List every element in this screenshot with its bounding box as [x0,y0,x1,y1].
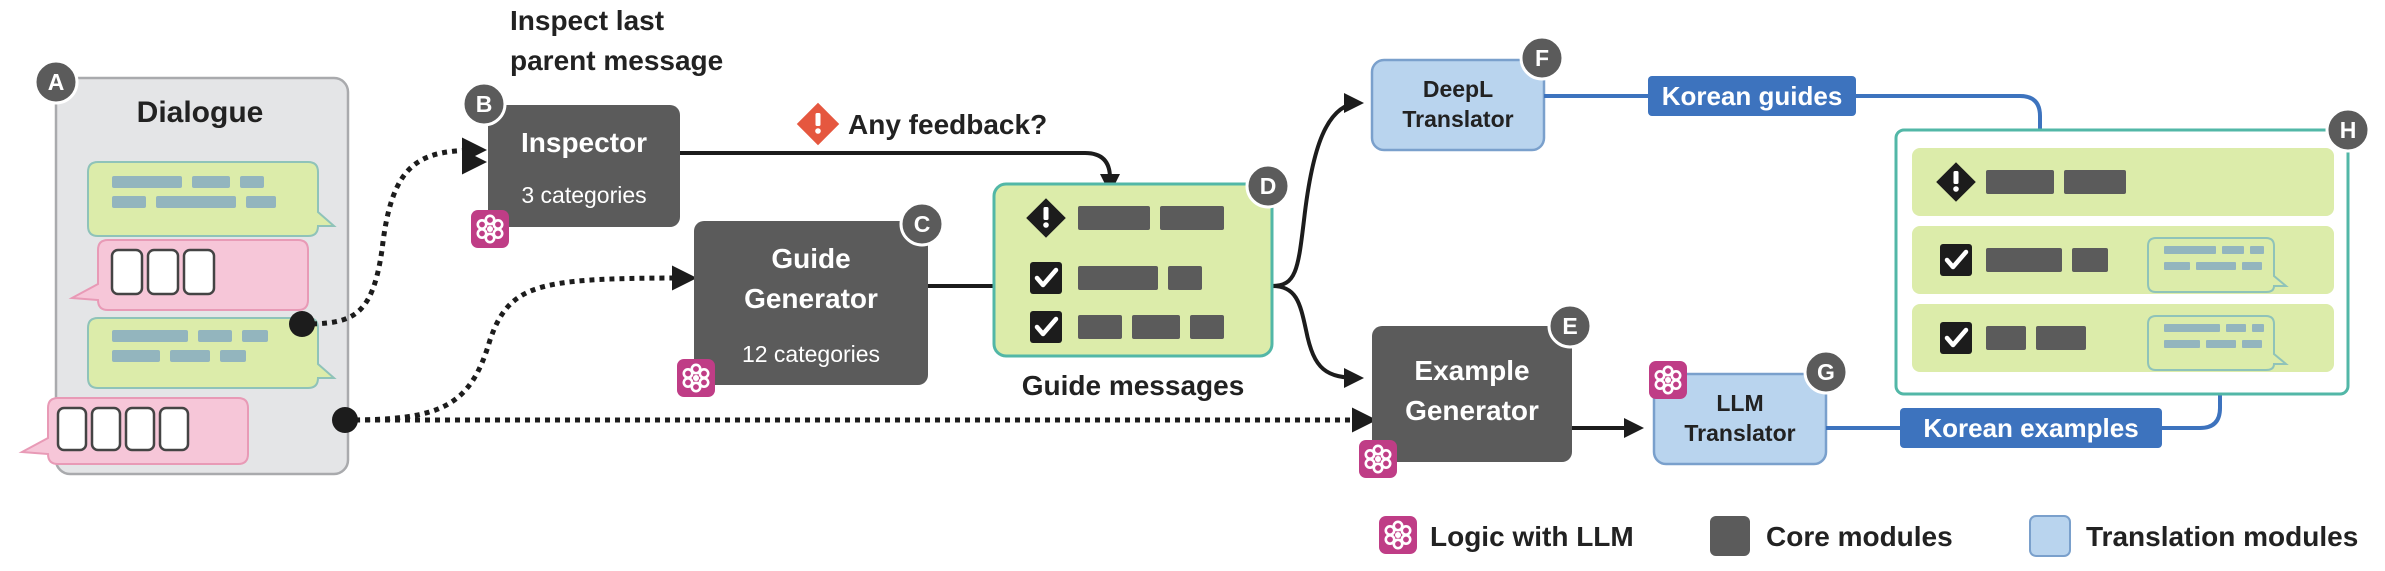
svg-text:E: E [1562,313,1577,339]
connector-dialogue-to-guide [344,265,697,423]
badge-d: D [1245,163,1291,209]
output-example-bubble-2 [2147,315,2289,371]
svg-text:A: A [48,69,65,95]
dialogue-connector-dot-2 [332,407,358,433]
legend-core-swatch [1710,516,1750,556]
example-generator-llm-icon [1357,438,1399,480]
inspector-llm-icon [469,208,511,250]
badge-c: C [899,201,945,247]
inspector-title: Inspector [521,127,647,158]
guide-generator-title-line1: Guide [771,243,850,274]
svg-text:H: H [2340,117,2357,143]
llm-translator-line2: Translator [1684,420,1795,446]
guide-messages-panel: Guide messages [992,182,1274,401]
connector-dialogue-to-inspector [301,137,487,327]
guide-check-icon-1 [1030,262,1062,294]
korean-examples-label: Korean examples [1923,413,2138,443]
legend-llm-logic: Logic with LLM [1430,521,1634,552]
deepl-line2: Translator [1402,106,1513,132]
output-check-icon-1 [1940,244,1972,276]
badge-g: G [1803,349,1849,395]
inspector-subtitle: 3 categories [521,182,646,208]
legend-translation-modules: Translation modules [2086,521,2358,552]
dialogue-bubble-green-1 [87,161,337,237]
connector-deepl-to-output [1544,94,2050,154]
solid-connectors [680,93,1644,438]
badge-e: E [1547,303,1593,349]
guide-messages-label: Guide messages [1022,370,1245,401]
dialogue-panel: Dialogue [18,76,350,476]
badge-f: F [1519,35,1565,81]
output-example-bubble-1 [2147,237,2289,293]
korean-guides-pill: Korean guides [1648,76,1856,116]
connector-guides-to-deepl [1271,93,1364,288]
example-generator-line2: Generator [1405,395,1539,426]
legend-translation-swatch [2029,515,2071,557]
llm-translator-llm-icon [1647,359,1689,401]
connector-llm-to-output [1826,374,2230,430]
blue-connectors [1544,94,2230,430]
guide-generator-subtitle: 12 categories [742,341,880,367]
badge-h: H [2325,107,2371,153]
dialogue-bubble-green-2 [87,317,337,389]
llm-translator-module: LLM Translator [1647,359,1828,466]
legend: Logic with LLM Core modules Translation … [1377,514,2358,557]
korean-examples-pill: Korean examples [1900,408,2162,448]
connector-inspector-to-guides [680,151,1120,194]
deepl-line1: DeepL [1423,76,1493,102]
guide-check-icon-2 [1030,311,1062,343]
inspector-module: Inspect last parent message Inspector 3 … [469,5,723,250]
korean-guides-label: Korean guides [1662,81,1843,111]
example-generator-module: Example Generator [1357,326,1572,480]
dialogue-bubble-pink-1 [68,239,309,311]
legend-core-modules: Core modules [1766,521,1953,552]
inspector-caption-line2: parent message [510,45,723,76]
output-panel [1894,128,2350,396]
dialogue-title: Dialogue [137,96,264,129]
badge-a: A [33,59,79,105]
connector-guides-to-example [1271,284,1364,388]
dialogue-bubble-pink-2 [18,397,249,465]
example-generator-line1: Example [1414,355,1529,386]
feedback-label: Any feedback? [796,102,1047,146]
svg-text:D: D [1260,173,1277,199]
guide-generator-title-line2: Generator [744,283,878,314]
dotted-connectors [301,137,1377,433]
svg-text:C: C [914,211,931,237]
dialogue-connector-dot-1 [289,311,315,337]
feedback-text: Any feedback? [848,109,1047,140]
guide-generator-llm-icon [675,357,717,399]
svg-text:F: F [1535,45,1549,71]
legend-llm-icon [1377,514,1419,556]
llm-translator-line1: LLM [1716,390,1763,416]
svg-text:B: B [476,91,493,117]
inspector-caption-line1: Inspect last [510,5,664,36]
svg-text:G: G [1817,359,1835,385]
badge-b: B [461,81,507,127]
badges: A B C D E F G H [33,35,2371,395]
deepl-translator-module: DeepL Translator [1370,58,1546,152]
guide-generator-module: Guide Generator 12 categories [675,221,928,399]
connector-dialogue-to-inspector-2 [461,149,487,175]
output-check-icon-2 [1940,322,1972,354]
